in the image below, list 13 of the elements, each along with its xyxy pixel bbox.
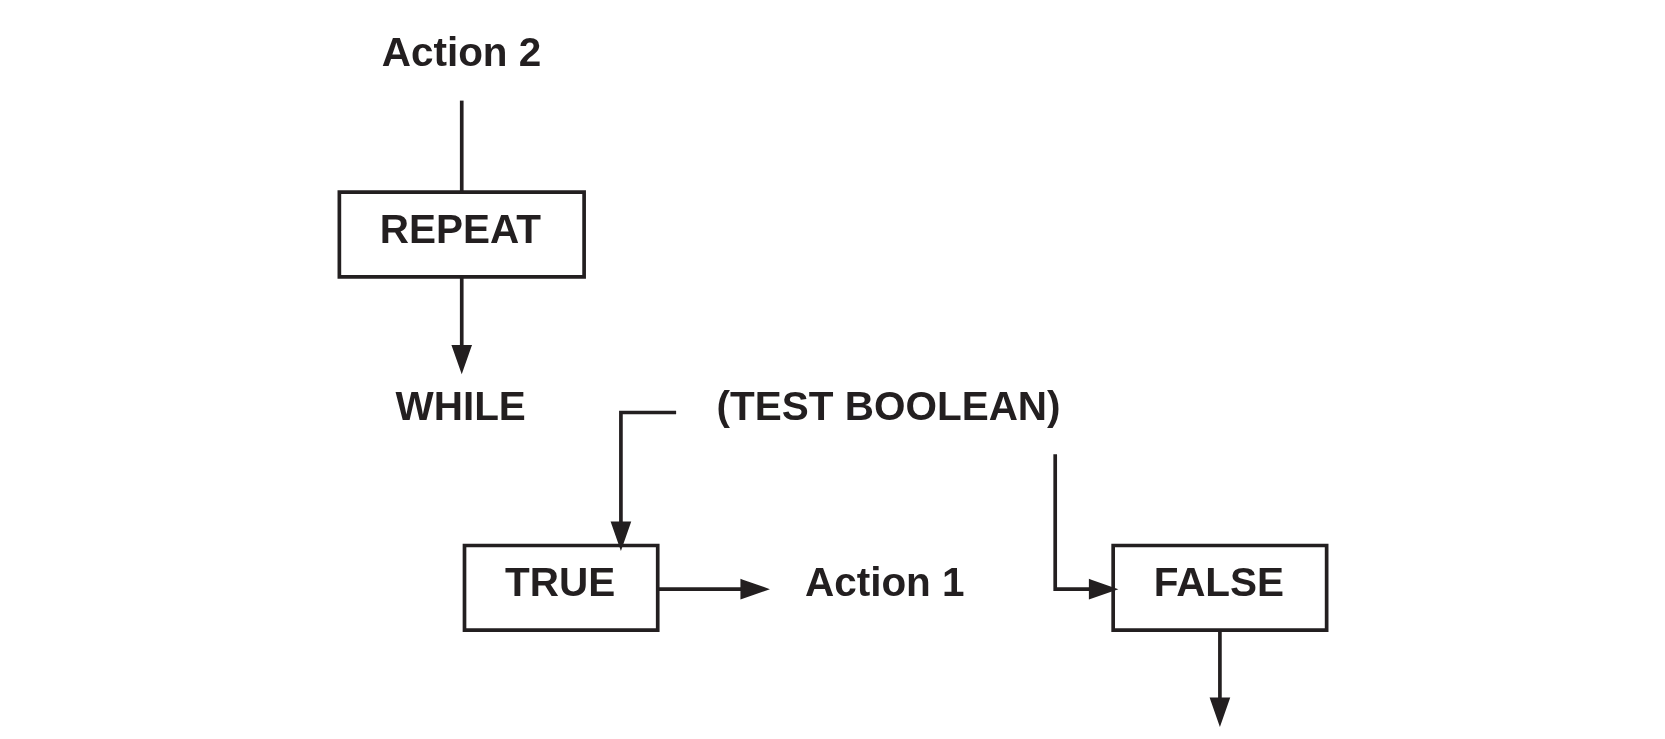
arrow xyxy=(1209,630,1230,728)
connector xyxy=(459,100,464,193)
arrow xyxy=(657,578,770,600)
arrow xyxy=(610,410,676,551)
node-box: TRUE xyxy=(462,543,660,632)
node-text: WHILE xyxy=(394,382,526,429)
node-box: REPEAT xyxy=(337,190,586,279)
node-box: FALSE xyxy=(1110,543,1328,632)
node-text: Action 2 xyxy=(381,29,541,76)
node-text: Action 1 xyxy=(804,559,965,606)
arrow xyxy=(450,277,472,375)
arrow xyxy=(1052,454,1118,600)
node-text: (TEST BOOLEAN) xyxy=(716,382,1061,429)
